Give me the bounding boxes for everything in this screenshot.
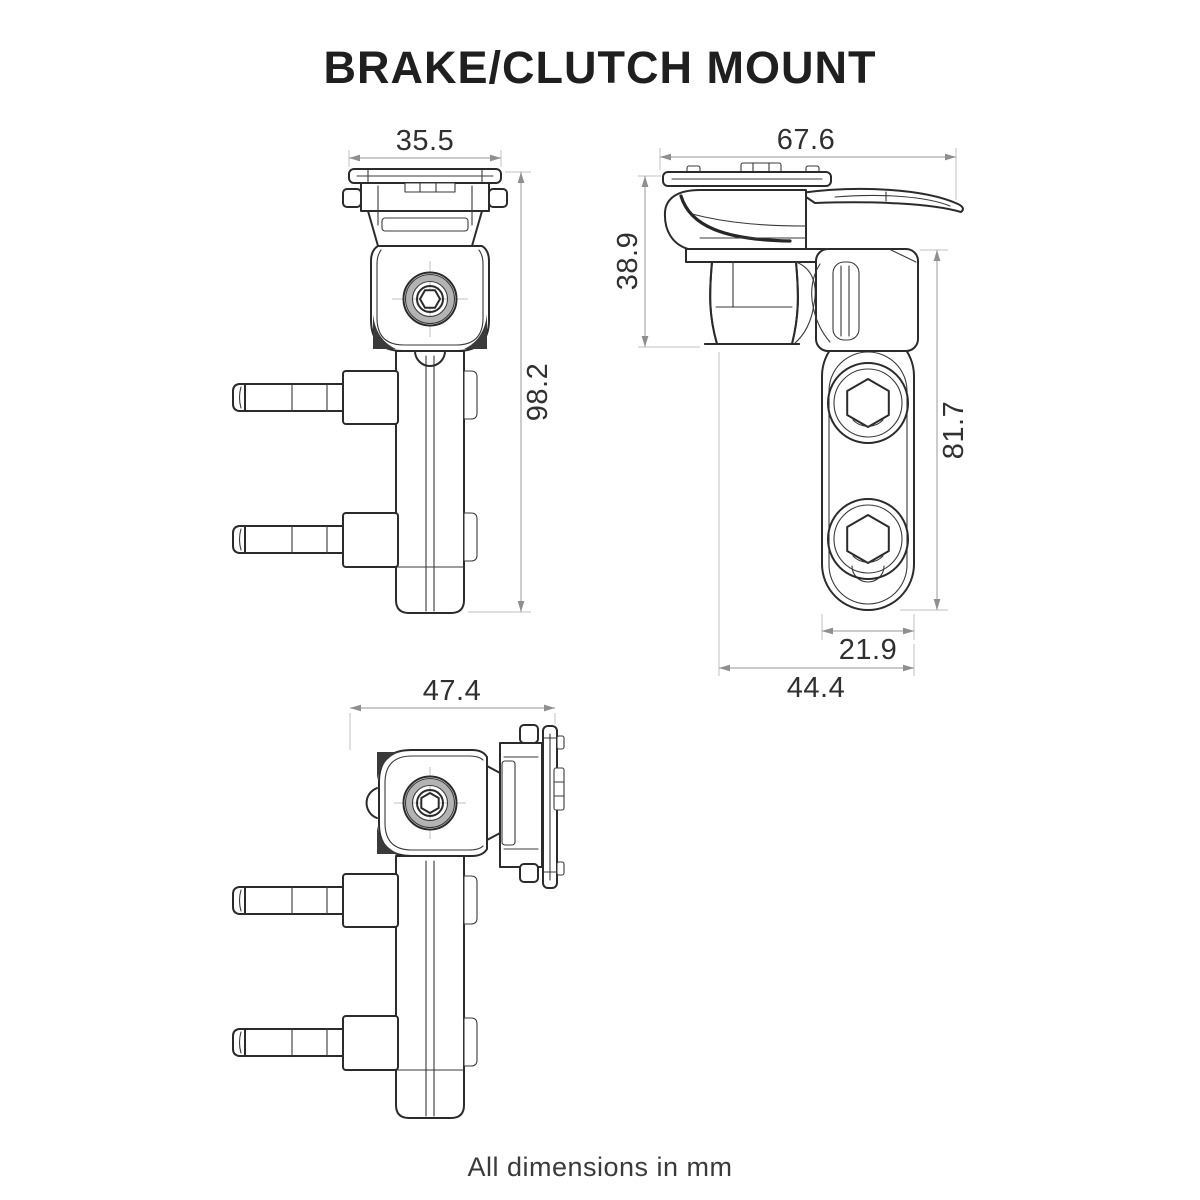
dim-label-side-clamp-height: 81.7 xyxy=(938,401,970,459)
rotated-view: 47.4 xyxy=(232,675,565,1119)
side-view-mount-plate xyxy=(662,162,832,187)
front-bolt-assembly-upper xyxy=(232,370,399,425)
dim-label-side-base-width: 44.4 xyxy=(787,672,845,704)
side-view-clamp-bolt-lower xyxy=(827,498,909,580)
dim-label-side-slot-width: 21.9 xyxy=(839,634,897,666)
rotated-view-pivot-bolt xyxy=(394,767,466,839)
dimension-front-width: 35.5 xyxy=(348,125,502,167)
units-note: All dimensions in mm xyxy=(467,1152,733,1182)
side-view-clamp xyxy=(811,248,919,611)
dimension-rotated-width: 47.4 xyxy=(349,675,556,750)
rotated-view-mount-plate xyxy=(486,724,565,889)
front-view-mount-plate xyxy=(342,168,508,247)
dimension-side-width: 67.6 xyxy=(659,124,957,200)
side-view-clamp-bolt-upper xyxy=(827,362,909,444)
dimension-side-head-height: 38.9 xyxy=(612,175,700,348)
side-view-body xyxy=(663,189,827,345)
dim-label-side-head-height: 38.9 xyxy=(612,232,644,290)
dim-label-front-width: 35.5 xyxy=(396,125,454,157)
rotated-bolt-assembly-lower xyxy=(232,1015,399,1071)
dimension-side-slot-width: 21.9 xyxy=(821,614,915,666)
dim-label-side-width: 67.6 xyxy=(777,124,835,156)
dimension-side-base-width: 44.4 xyxy=(718,352,915,704)
dim-label-front-height: 98.2 xyxy=(522,363,554,421)
side-view-lever xyxy=(799,187,964,213)
front-view-arm xyxy=(395,350,478,614)
rotated-bolt-assembly-upper xyxy=(232,873,399,928)
side-view: 67.6 38.9 81.7 xyxy=(612,124,970,704)
rotated-view-arm xyxy=(395,855,478,1119)
page-title: BRAKE/CLUTCH MOUNT xyxy=(323,42,877,93)
front-view-pivot-bolt xyxy=(392,261,468,337)
dimension-front-height: 98.2 xyxy=(468,171,554,613)
dimension-side-clamp-height: 81.7 xyxy=(900,249,970,611)
front-view: 35.5 98.2 xyxy=(232,125,554,614)
dim-label-rotated-width: 47.4 xyxy=(423,675,481,707)
front-bolt-assembly-lower xyxy=(232,512,399,568)
